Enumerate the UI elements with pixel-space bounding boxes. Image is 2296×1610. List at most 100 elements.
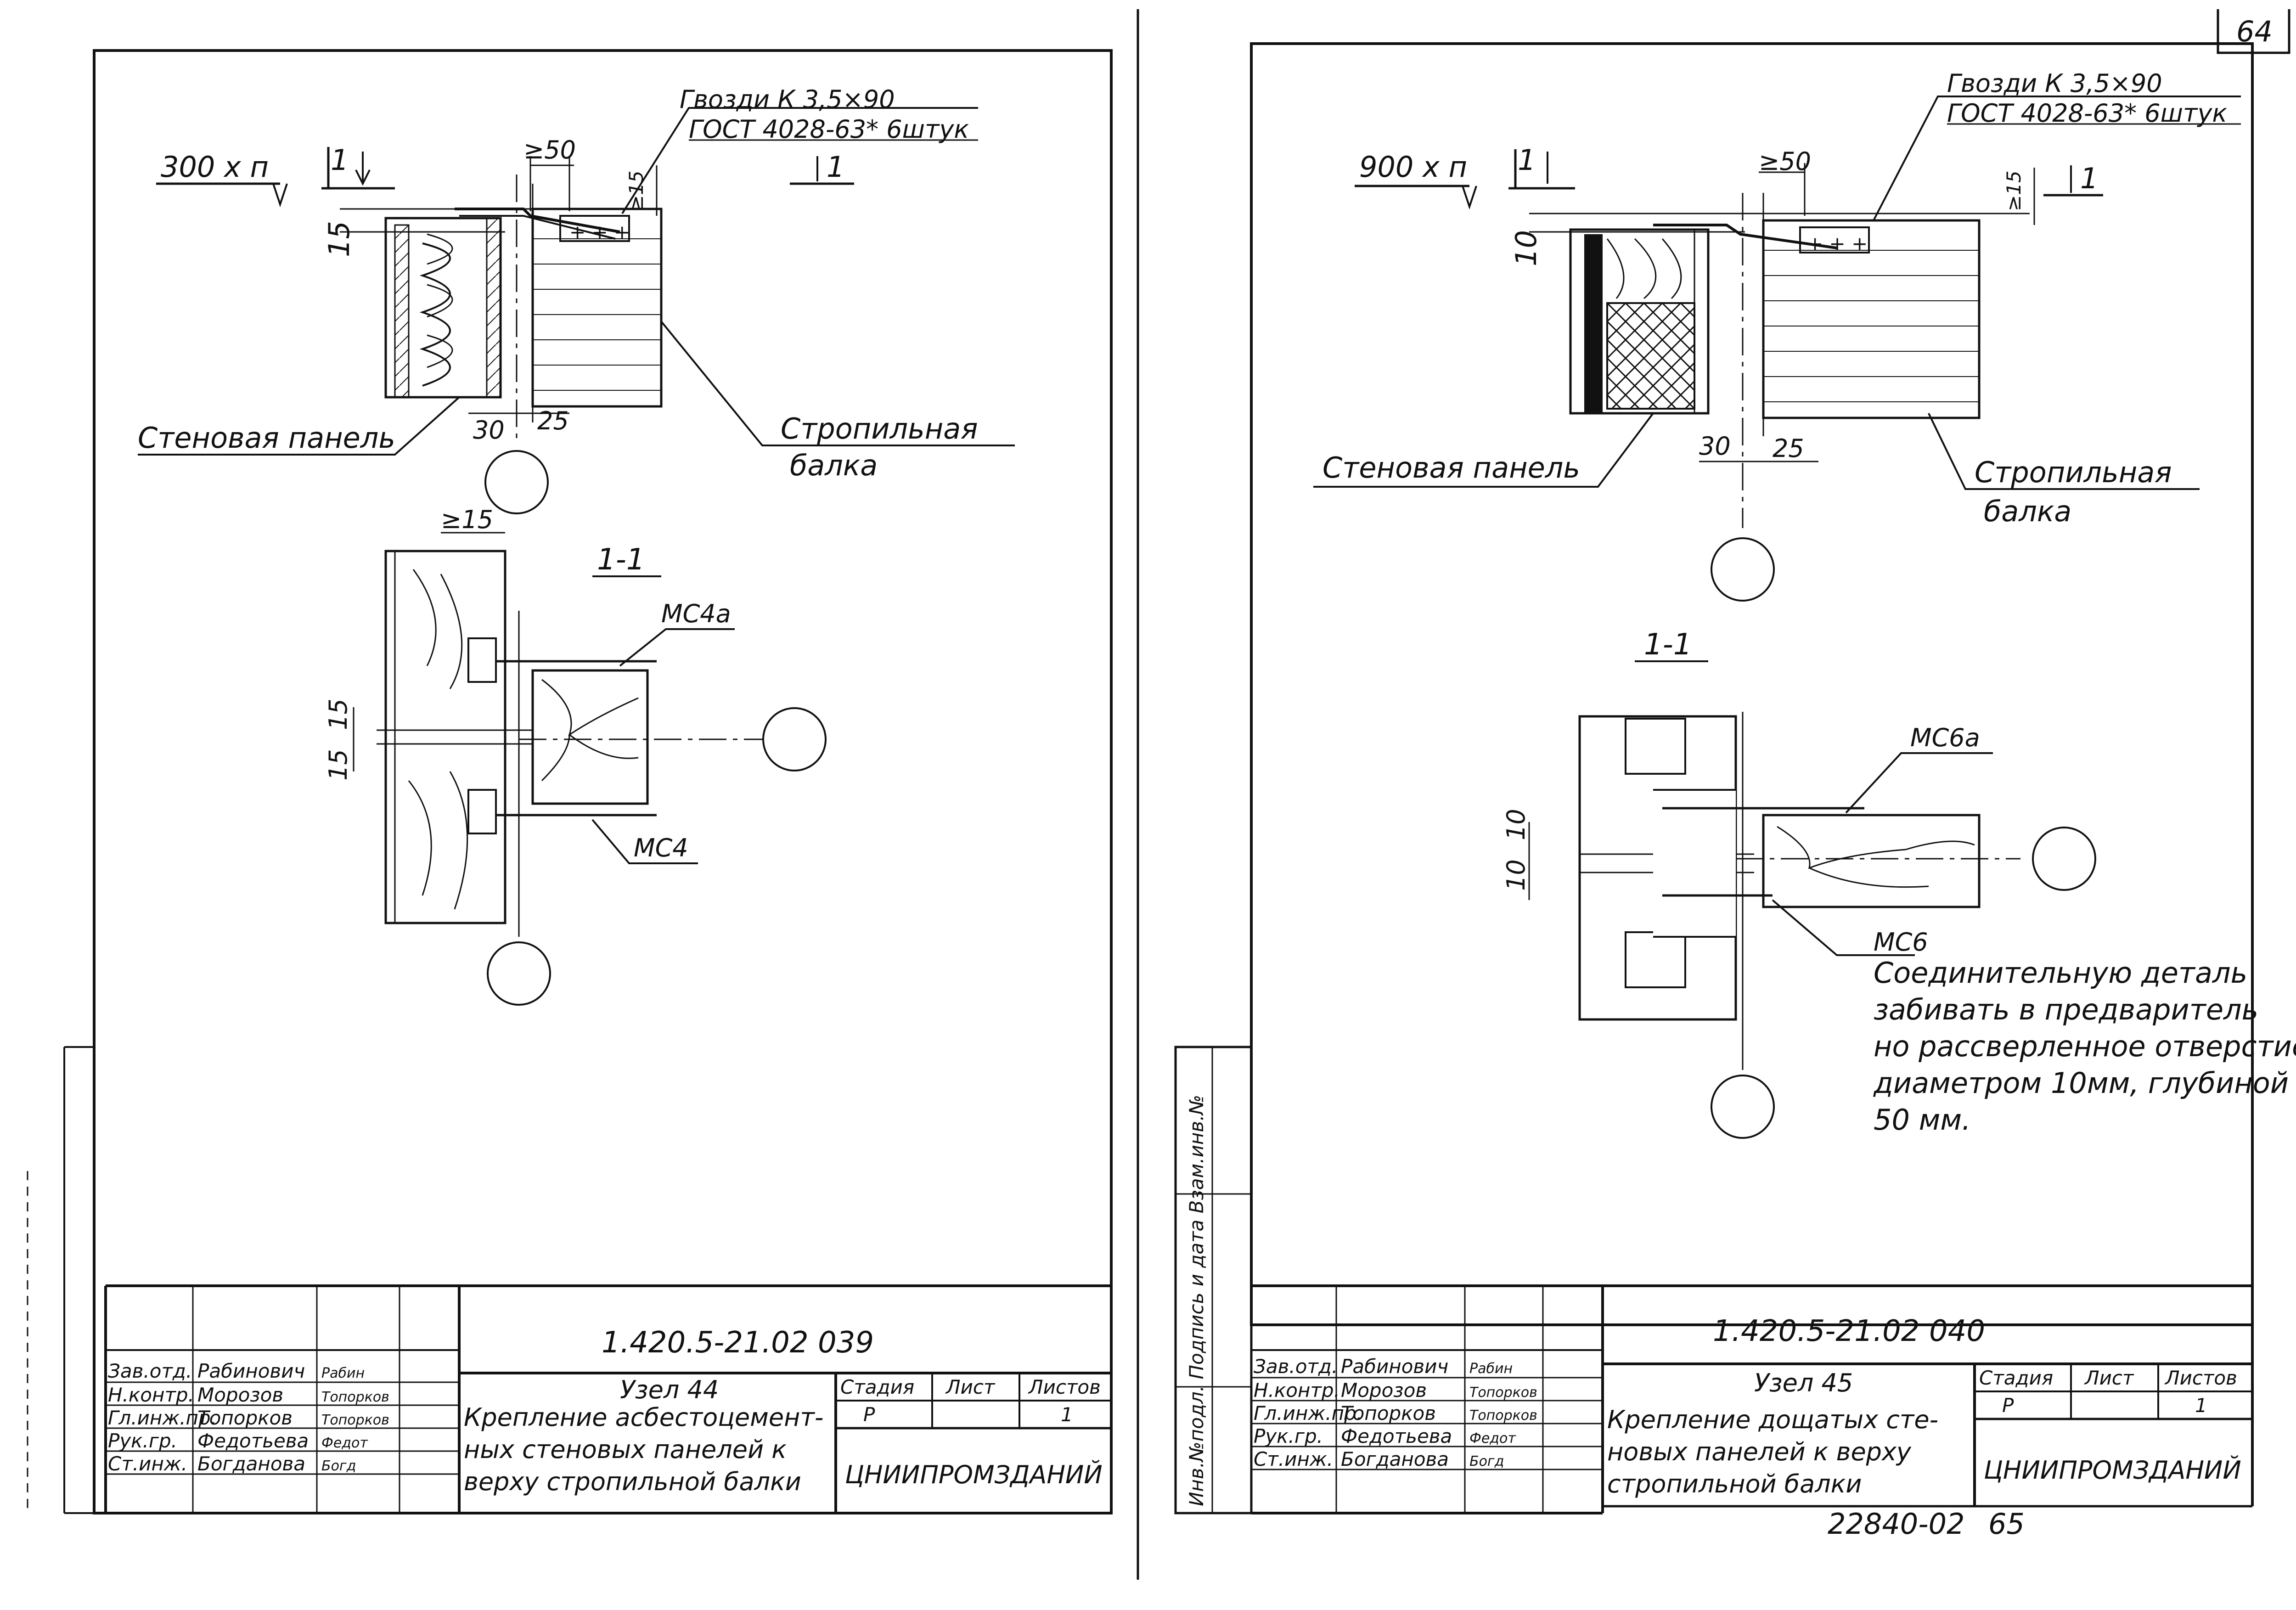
left-frame <box>93 49 1113 1514</box>
section-title-right: 1-1 <box>1644 628 1692 662</box>
label-ms6a: МС6а <box>1910 723 1980 752</box>
sign-left-0: Рабин <box>321 1365 365 1381</box>
name-left-4: Богданова <box>197 1452 305 1475</box>
dim-10-section-a: 10 <box>1502 809 1531 840</box>
section-title-left: 1-1 <box>597 543 645 577</box>
right-node-elevation: 900 х п 1 1 10 + + + <box>1313 69 2241 602</box>
axis-bubble-left-top <box>484 450 549 514</box>
role-right-3: Рук.гр. <box>1254 1425 1323 1447</box>
label-wall-panel-right: Стеновая панель <box>1322 451 1580 484</box>
sign-right-4: Богд <box>1469 1453 1504 1469</box>
section-mark-top-right-a: 1 <box>1518 143 1536 177</box>
node-right: Узел 45 <box>1754 1368 1853 1397</box>
role-left-4: Ст.инж. <box>108 1452 187 1475</box>
dim-15-section-b: 15 <box>324 749 353 781</box>
section-mark-top-left: 1 <box>331 143 349 177</box>
stage-value-left: Р <box>863 1403 875 1426</box>
sheet-number-box: 64 <box>2217 9 2290 54</box>
note-right-5: 50 мм. <box>1874 1103 1971 1137</box>
left-node-elevation: 300 х п 1 1 15 + + + <box>138 85 1015 514</box>
sign-left-2: Топорков <box>321 1412 389 1428</box>
left-margin-stamp <box>27 1046 94 1514</box>
desc-right-3: стропильной балки <box>1607 1469 1862 1498</box>
label-rafter-right-1: Стропильная <box>1975 456 2172 489</box>
name-right-3: Федотьева <box>1341 1425 1452 1447</box>
dim-10-section-b: 10 <box>1502 859 1531 891</box>
sign-left-3: Федот <box>321 1435 368 1451</box>
axis-bubble-right-bottom <box>1711 1075 1775 1139</box>
label-ms4: МС4 <box>634 833 688 862</box>
section-mark-top-right: 1 <box>827 150 844 184</box>
dim-ge15-left-section: ≥15 <box>441 505 493 534</box>
right-sheet: Инв.№подл. Подпись и дата Взам.инв.№ 900… <box>1174 42 2296 1541</box>
label-rafter-left-1: Стропильная <box>781 412 978 445</box>
label-rafter-left-2: балка <box>790 449 878 482</box>
right-rafter-beam <box>1762 219 1981 419</box>
right-margin-stamp: Инв.№подл. Подпись и дата Взам.инв.№ <box>1174 1046 1253 1514</box>
axis-bubble-right-mid <box>2032 827 2096 891</box>
role-left-2: Гл.инж.пр. <box>108 1407 217 1429</box>
margin-stamp-text: Инв.№подл. Подпись и дата Взам.инв.№ <box>1185 1095 1208 1506</box>
role-left-1: Н.контр. <box>108 1384 194 1406</box>
role-right-1: Н.контр. <box>1254 1379 1340 1402</box>
left-title-block: 1.420.5-21.02 039 Узел 44 Крепление асбе… <box>104 1284 1111 1513</box>
dim-ge50-right: ≥50 <box>1759 147 1811 176</box>
nails-note-right-1: Гвозди К 3,5×90 <box>1947 69 2162 98</box>
role-left-3: Рук.гр. <box>108 1430 177 1452</box>
label-ms4a: МС4а <box>661 599 731 628</box>
name-left-0: Рабинович <box>197 1360 305 1382</box>
nails-note-left-2: ГОСТ 4028-63* 6штук <box>689 115 969 144</box>
name-right-2: Топорков <box>1341 1402 1436 1424</box>
col-stage-left: Стадия <box>840 1376 914 1398</box>
col-sheets-right: Листов <box>2164 1367 2237 1389</box>
sheets-value-left: 1 <box>1061 1403 1073 1426</box>
note-right-1: Соединительную деталь <box>1874 956 2247 990</box>
org-right: ЦНИИПРОМЗДАНИЙ <box>1984 1456 2241 1485</box>
role-right-0: Зав.отд. <box>1254 1355 1338 1378</box>
sign-left-4: Богд <box>321 1458 356 1474</box>
col-stage-right: Стадия <box>1979 1367 2053 1389</box>
nails-note-right-2: ГОСТ 4028-63* 6штук <box>1947 99 2227 128</box>
doc-code-right: 1.420.5-21.02 040 <box>1713 1314 1985 1348</box>
name-left-2: Топорков <box>197 1407 293 1429</box>
desc-right-2: новых панелей к верху <box>1607 1437 1912 1466</box>
right-frame <box>1250 42 2254 1326</box>
label-wall-panel-left: Стеновая панель <box>138 421 395 455</box>
name-right-1: Морозов <box>1341 1379 1427 1402</box>
name-left-3: Федотьева <box>197 1430 309 1452</box>
dim-30-right: 30 <box>1699 432 1731 461</box>
name-right-4: Богданова <box>1341 1448 1449 1470</box>
col-sheet-left: Лист <box>945 1376 996 1398</box>
right-section-1-1: 1-1 10 10 МС6а МС6 <box>1502 628 2296 1139</box>
dim-10-right: 10 <box>1509 230 1543 266</box>
axis-bubble-left-mid <box>762 707 827 771</box>
section-mark-top-right-b: 1 <box>2080 162 2098 195</box>
col-sheet-right: Лист <box>2084 1367 2134 1389</box>
dim-30-left: 30 <box>473 416 505 445</box>
left-sheet: 300 х п 1 1 15 + + + <box>27 49 1113 1514</box>
org-left: ЦНИИПРОМЗДАНИЙ <box>845 1460 1103 1489</box>
label-ms6: МС6 <box>1874 928 1928 957</box>
left-section-1-1: 1-1 ≥15 <box>324 505 827 1006</box>
dim-ge15-right: ≥15 <box>2003 170 2025 211</box>
role-right-2: Гл.инж.пр. <box>1254 1402 1362 1424</box>
dim-900n: 900 х п <box>1359 150 1467 184</box>
sign-right-2: Топорков <box>1469 1407 1537 1424</box>
desc-left-1: Крепление асбестоцемент- <box>464 1403 823 1432</box>
svg-text:+ + +: + + + <box>1807 232 1868 255</box>
dim-ge50-left: ≥50 <box>523 135 576 164</box>
right-title-block: 1.420.5-21.02 040 Узел 45 Крепление доща… <box>1251 1284 2254 1514</box>
svg-text:+ + +: + + + <box>569 221 630 243</box>
dim-25-right: 25 <box>1773 434 1804 463</box>
note-right-3: но рассверленное отверстие <box>1874 1030 2296 1063</box>
col-sheets-left: Листов <box>1028 1376 1101 1398</box>
bottom-code: 22840-02 <box>1828 1507 1965 1541</box>
dim-15-left: 15 <box>322 221 356 257</box>
role-left-0: Зав.отд. <box>108 1360 192 1382</box>
desc-left-3: верху стропильной балки <box>464 1467 801 1496</box>
note-right-4: диаметром 10мм, глубиной <box>1873 1066 2289 1100</box>
note-right-2: забивать в предваритель <box>1874 993 2258 1026</box>
dim-300n: 300 х п <box>161 150 269 184</box>
